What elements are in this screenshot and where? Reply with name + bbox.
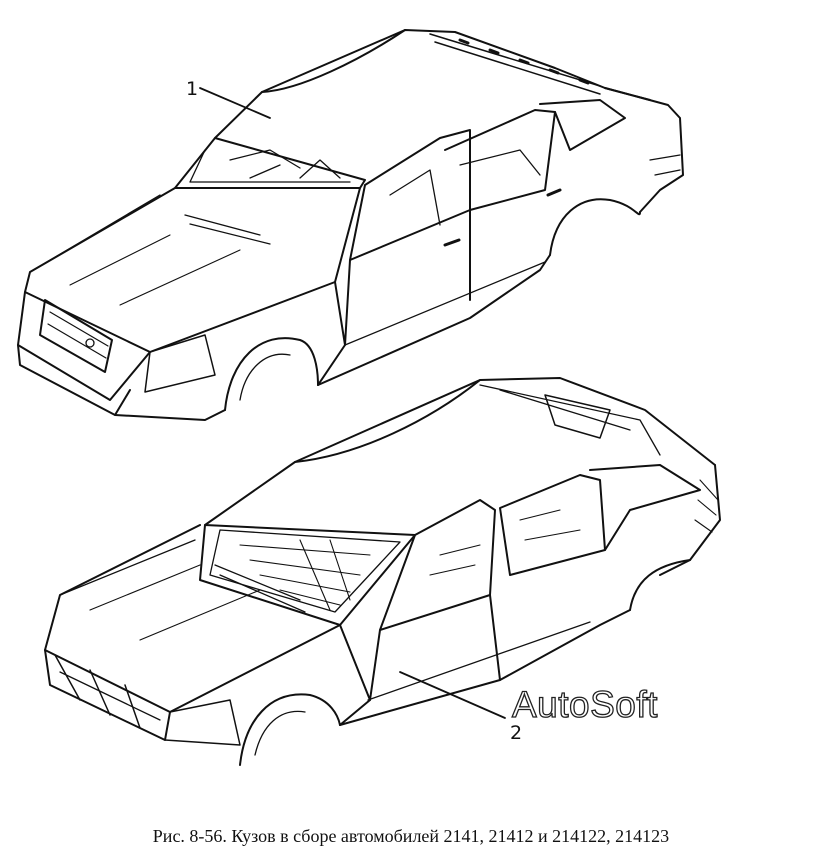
car-body-2 (44, 377, 721, 766)
car-body-1 (17, 29, 684, 421)
leader-line-2 (399, 671, 506, 719)
callout-label-2: 2 (510, 722, 523, 744)
figure-caption: Рис. 8-56. Кузов в сборе автомобилей 214… (152, 826, 670, 846)
leader-line-1 (199, 87, 271, 119)
autosoft-watermark: AutoSoft (511, 683, 658, 725)
callout-label-1: 1 (186, 78, 199, 100)
